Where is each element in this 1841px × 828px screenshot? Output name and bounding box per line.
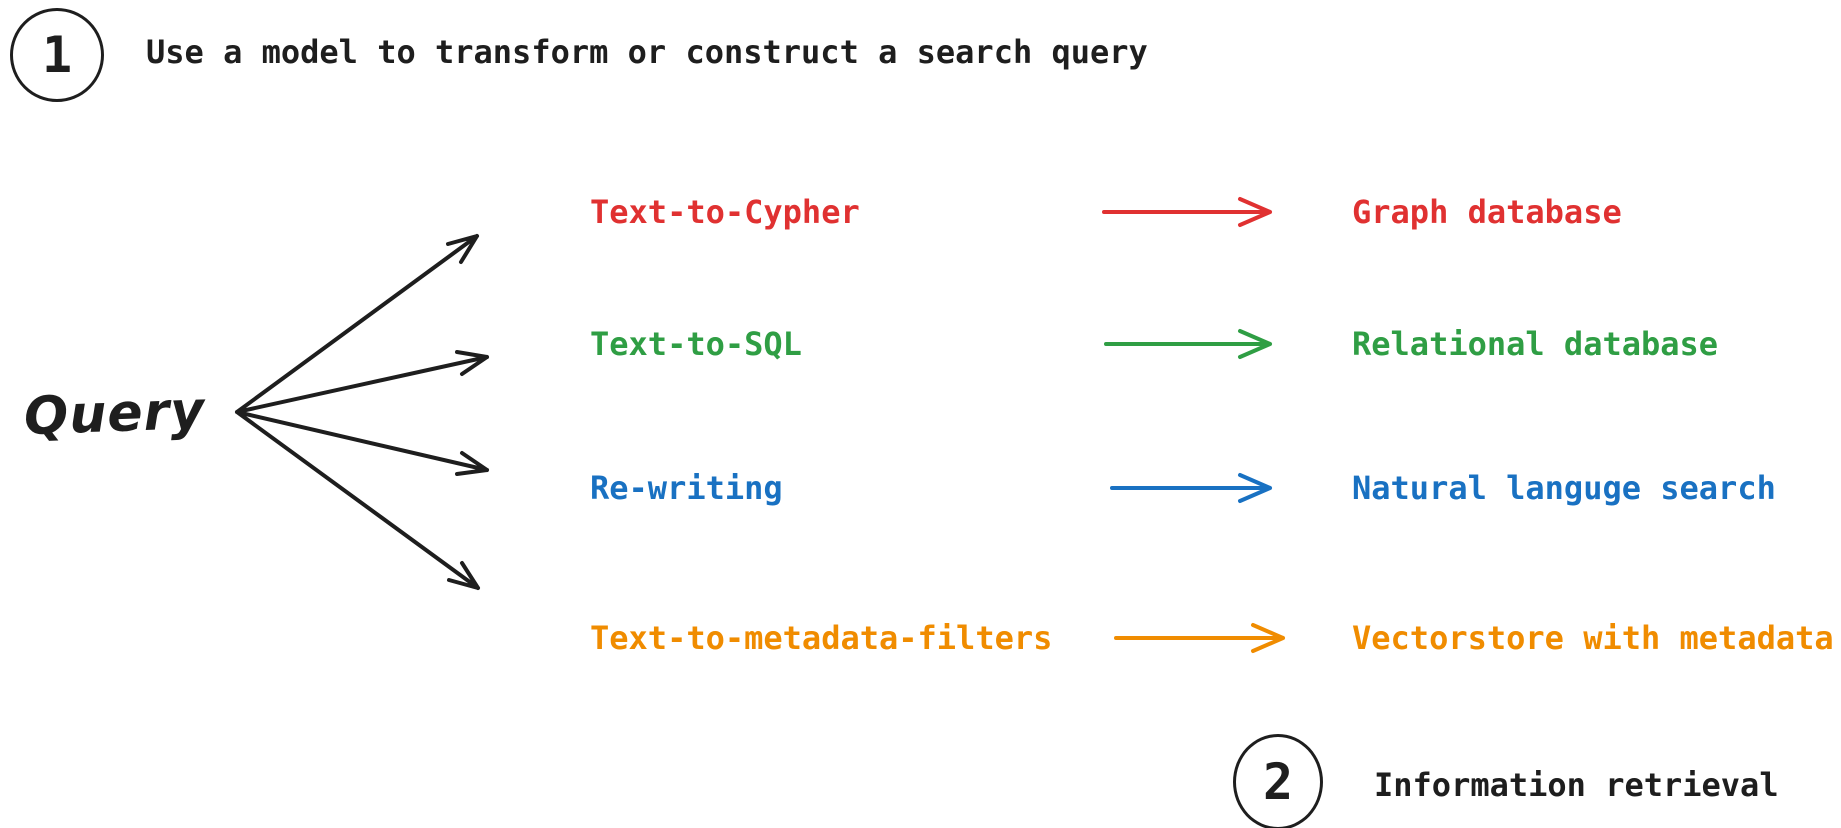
arrow-text-to-sql-to-relational-db (1104, 329, 1272, 359)
target-relational-database: Relational database (1352, 325, 1719, 363)
target-graph-database: Graph database (1352, 193, 1622, 231)
arrow-metadata-filters-to-vectorstore (1114, 623, 1285, 653)
technique-text-to-cypher: Text-to-Cypher (590, 193, 860, 231)
arrow-text-to-cypher-to-graph-db (1102, 197, 1272, 227)
step-2-number: 2 (1262, 753, 1294, 811)
technique-text-to-sql: Text-to-SQL (590, 325, 802, 363)
target-natural-language-search: Natural languge search (1352, 469, 1776, 507)
step-1-badge: 1 (10, 8, 104, 102)
technique-text-to-metadata-filters: Text-to-metadata-filters (590, 619, 1053, 657)
target-vectorstore-with-metadata: Vectorstore with metadata (1352, 619, 1834, 657)
step-2-title: Information retrieval (1374, 766, 1779, 804)
step-2-badge: 2 (1233, 734, 1323, 828)
technique-re-writing: Re-writing (590, 469, 783, 507)
step-1-number: 1 (41, 26, 73, 84)
step-1-title: Use a model to transform or construct a … (146, 33, 1148, 71)
query-fan-arrows (235, 234, 489, 590)
query-source-label: Query (23, 380, 207, 448)
arrow-rewriting-to-nl-search (1110, 473, 1272, 503)
